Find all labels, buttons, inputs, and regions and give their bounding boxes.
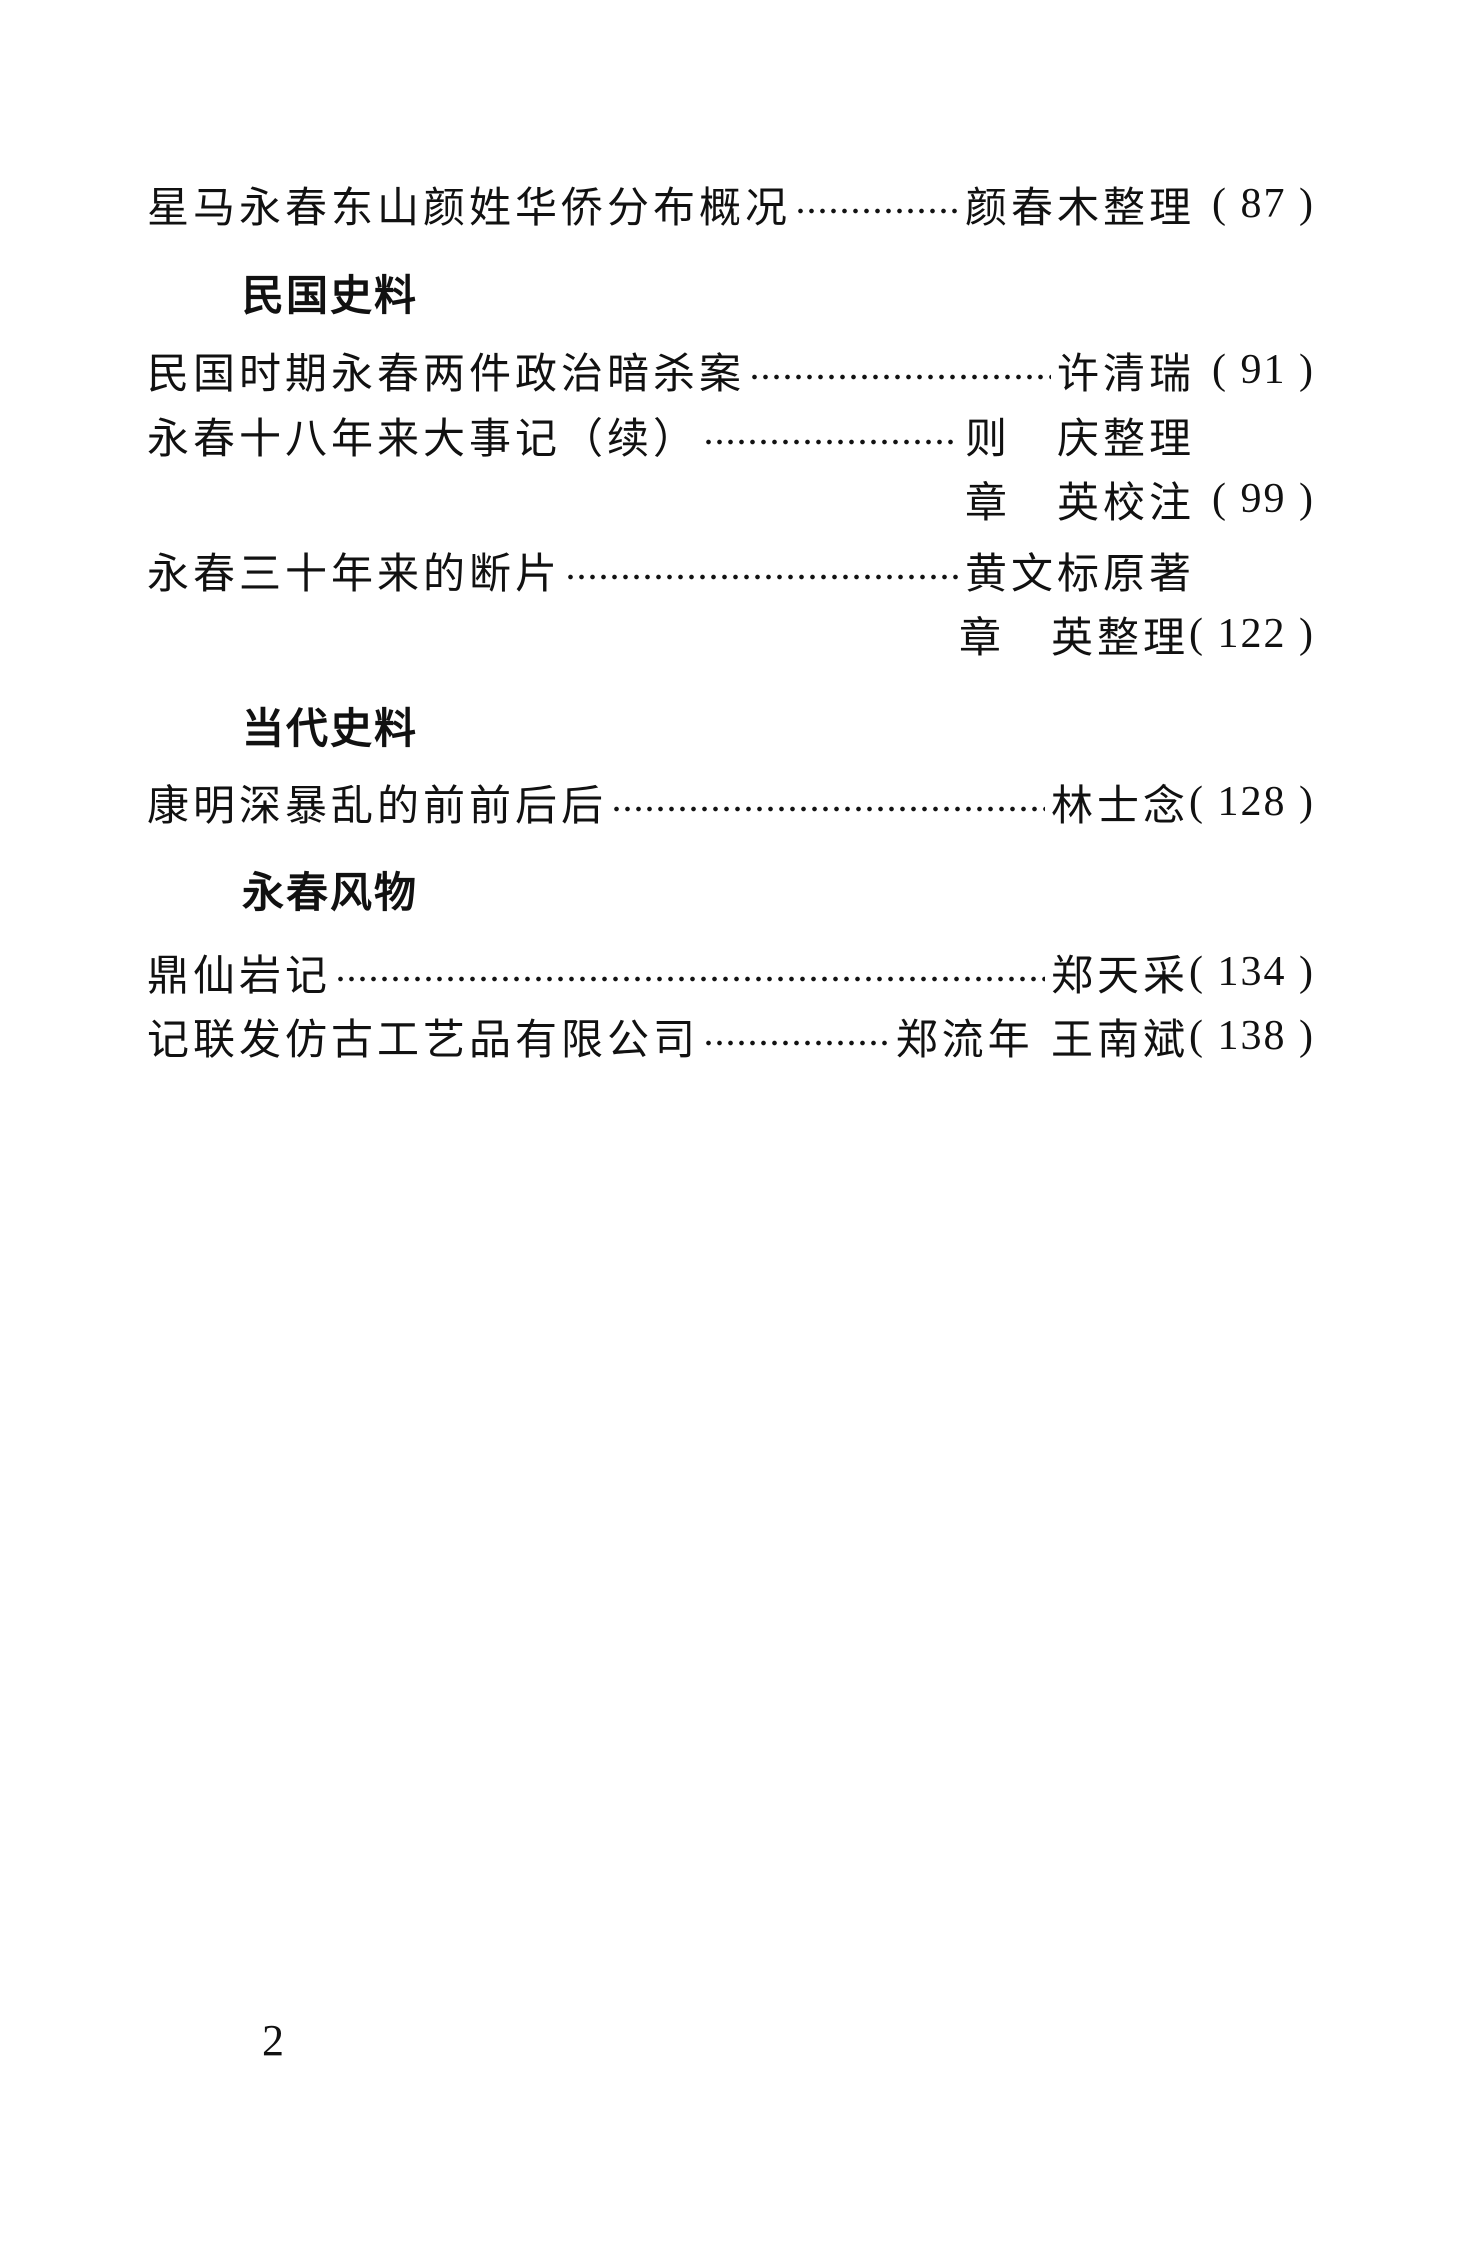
entry-author: 许清瑞 [1056, 348, 1195, 398]
dot-leader [703, 438, 959, 446]
entry-author: 颜春木整理 [964, 182, 1195, 232]
section-heading: 当代史料 [242, 704, 419, 753]
page-number: 2 [262, 2016, 284, 2065]
entry-author: 郑天采 [1051, 950, 1190, 1000]
entry-title: 康明深暴乱的前前后后 [147, 780, 608, 830]
entry-title: 民国时期永春两件政治暗杀案 [147, 348, 746, 398]
entry-author-2: 章 英校注 [964, 477, 1195, 527]
toc-entry[interactable]: 永春三十年来的断片 黄文标原著 [147, 542, 1315, 598]
dot-leader [611, 805, 1045, 813]
toc-entry[interactable]: 星马永春东山颜姓华侨分布概况 颜春木整理 ( 87 ) [147, 176, 1315, 232]
toc-entry[interactable]: 记联发仿古工艺品有限公司 郑流年 王南斌 ( 138 ) [147, 1008, 1315, 1064]
toc-entry-continuation: 章 英校注 ( 99 ) [147, 471, 1315, 527]
entry-page: ( 87 ) [1212, 181, 1315, 227]
dot-leader [335, 975, 1045, 983]
entry-page: ( 122 ) [1189, 611, 1315, 657]
entry-page: ( 134 ) [1189, 949, 1315, 995]
entry-page: ( 138 ) [1189, 1013, 1315, 1059]
entry-author: 黄文标原著 [964, 548, 1195, 598]
entry-title: 星马永春东山颜姓华侨分布概况 [147, 182, 792, 232]
section-heading: 民国史料 [242, 271, 419, 320]
dot-leader [703, 1039, 890, 1047]
dot-leader [795, 207, 959, 215]
toc-entry[interactable]: 永春十八年来大事记（续） 则 庆整理 [147, 407, 1315, 463]
entry-page: ( 99 ) [1212, 476, 1315, 522]
toc-entry[interactable]: 鼎仙岩记 郑天采 ( 134 ) [147, 944, 1315, 1000]
section-heading: 永春风物 [242, 868, 419, 917]
dot-leader [565, 573, 959, 581]
entry-author: 则 庆整理 [964, 413, 1195, 463]
toc-entry[interactable]: 民国时期永春两件政治暗杀案 许清瑞 ( 91 ) [147, 342, 1315, 398]
entry-author: 郑流年 王南斌 [895, 1014, 1190, 1064]
entry-page: ( 128 ) [1189, 779, 1315, 825]
entry-title: 记联发仿古工艺品有限公司 [147, 1014, 700, 1064]
entry-title: 鼎仙岩记 [147, 950, 332, 1000]
entry-author-2: 章 英整理 [959, 612, 1190, 662]
entry-title: 永春三十年来的断片 [147, 548, 562, 598]
toc-entry-continuation: 章 英整理 ( 122 ) [147, 606, 1315, 662]
dot-leader [749, 373, 1051, 381]
toc-entry[interactable]: 康明深暴乱的前前后后 林士念 ( 128 ) [147, 774, 1315, 830]
entry-page: ( 91 ) [1212, 347, 1315, 393]
entry-title: 永春十八年来大事记（续） [147, 413, 700, 463]
entry-author: 林士念 [1051, 780, 1190, 830]
